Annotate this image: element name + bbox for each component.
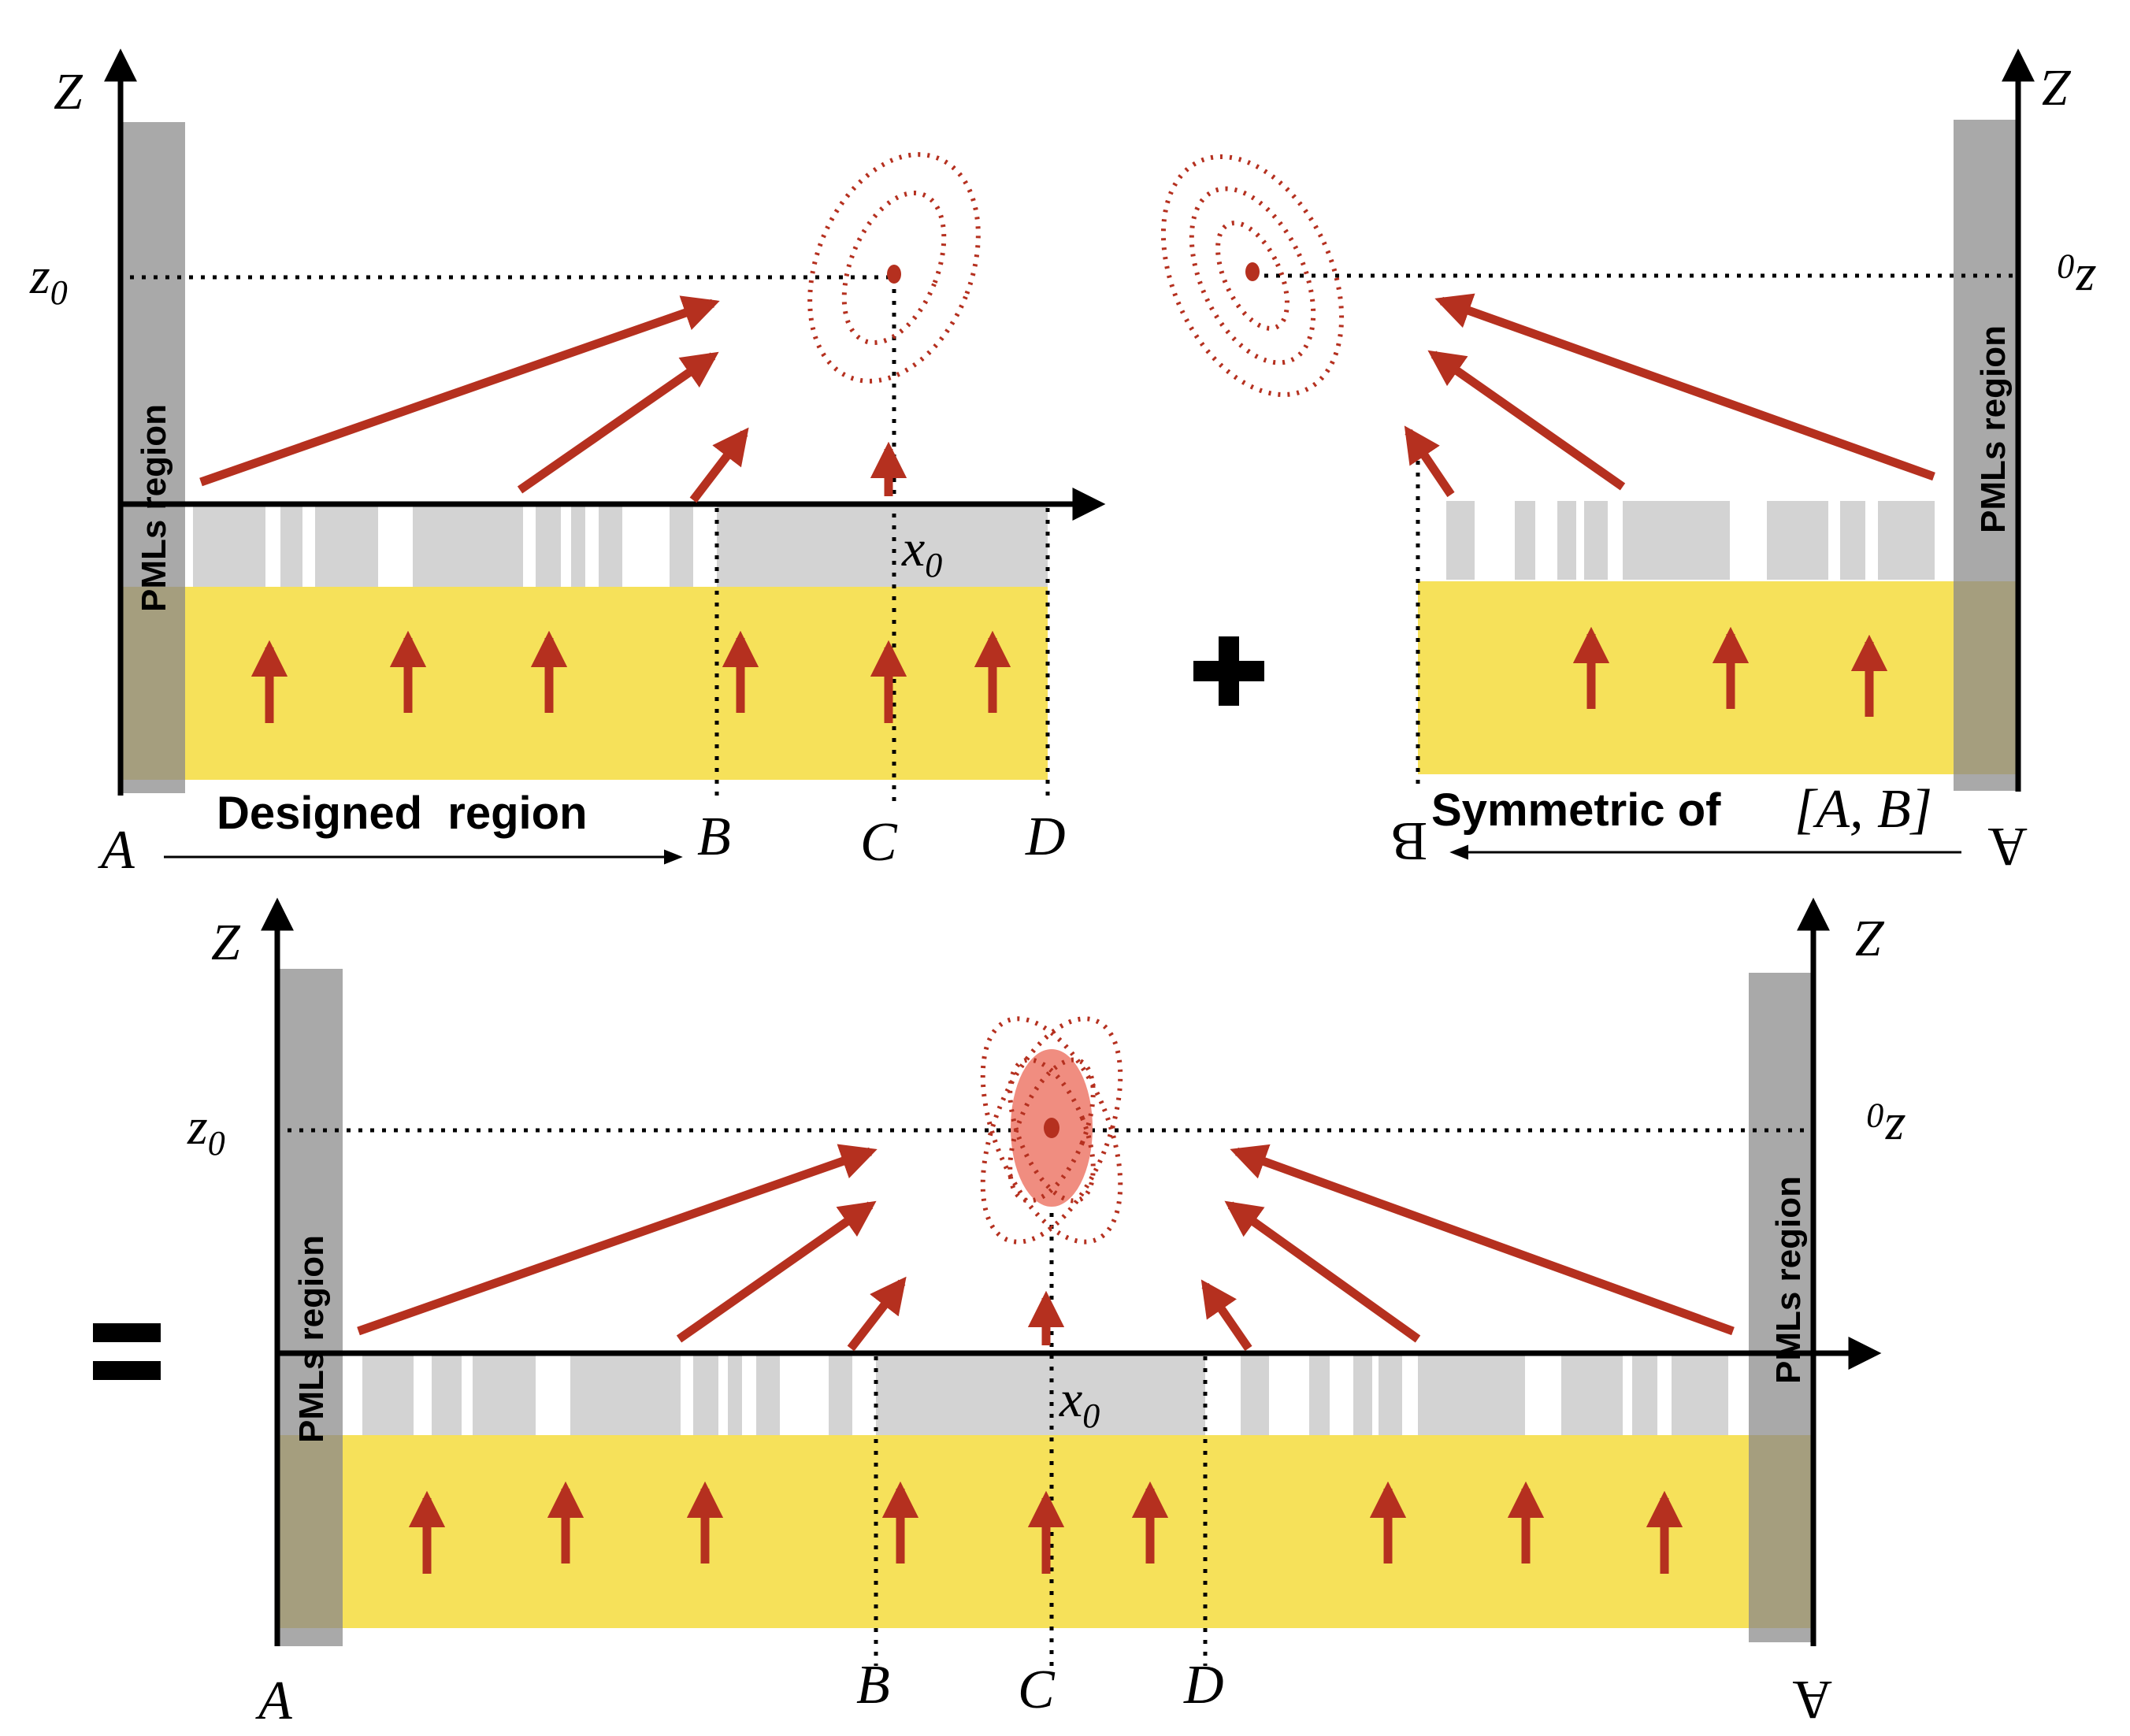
red-arrow-icon <box>199 295 907 503</box>
substrate <box>185 587 1048 780</box>
z-axis-label: Z <box>2042 59 2072 117</box>
substrate-arrows <box>1572 626 1888 717</box>
point-a: A <box>255 1671 292 1731</box>
designed-region-label: Designed region <box>217 788 588 839</box>
point-b: B <box>697 807 731 867</box>
dotted-ellipse-icon <box>807 152 981 384</box>
symmetric-label: Symmetric of <box>1431 785 1721 836</box>
point-d: D <box>1025 807 1066 867</box>
pml-label: PMLs region <box>135 404 173 612</box>
plus-sign <box>1193 636 1264 706</box>
point-b-mirrored: B <box>1390 811 1427 871</box>
focal-point <box>887 265 901 284</box>
point-a-mirrored: A <box>1792 1669 1832 1730</box>
x0-label: x0 <box>1059 1371 1100 1435</box>
z-axis-label: Z <box>211 914 241 971</box>
point-d: D <box>1183 1655 1224 1716</box>
pml-label: PMLs region <box>1769 1176 1808 1384</box>
substrate-arrows <box>250 630 1011 723</box>
point-a-mirrored: A <box>1987 816 2028 877</box>
focal-point <box>1044 1118 1059 1138</box>
point-c: C <box>860 812 898 873</box>
red-arrow-icon <box>1404 293 1935 498</box>
z0-label-mirrored: z0 <box>1867 1096 1905 1161</box>
point-b: B <box>856 1655 890 1716</box>
interval-label: [A, B] <box>1794 779 1932 840</box>
equals-sign <box>93 1323 161 1380</box>
grating <box>1446 501 1935 580</box>
panel-combined: PMLs region PMLs region Z Z z0 z0 x0 <box>93 897 1905 1731</box>
red-arrow-icon <box>357 1144 1735 1352</box>
pml-label: PMLs region <box>1974 325 2013 533</box>
pml-label: PMLs region <box>292 1235 331 1443</box>
panel-designed: PMLs region Z z0 x0 <box>29 48 1106 881</box>
z0-label: z0 <box>187 1098 225 1163</box>
z0-label: z0 <box>2058 247 2096 312</box>
substrate-arrows <box>408 1481 1683 1574</box>
dotted-ellipse-icon <box>980 1016 1123 1245</box>
x0-label: x0 <box>901 520 942 584</box>
grating <box>193 506 1048 587</box>
substrate <box>1418 581 1954 774</box>
grating <box>362 1355 1728 1435</box>
point-a: A <box>98 820 135 881</box>
panel-symmetric: PMLs region Z z0 B A Symmetric of [A, B] <box>1160 48 2096 877</box>
point-c: C <box>1018 1660 1056 1720</box>
z0-label: z0 <box>29 247 68 312</box>
z-axis-label-mirrored: Z <box>1855 910 1885 967</box>
z-axis-label: Z <box>54 63 83 121</box>
focal-point <box>1245 262 1260 281</box>
